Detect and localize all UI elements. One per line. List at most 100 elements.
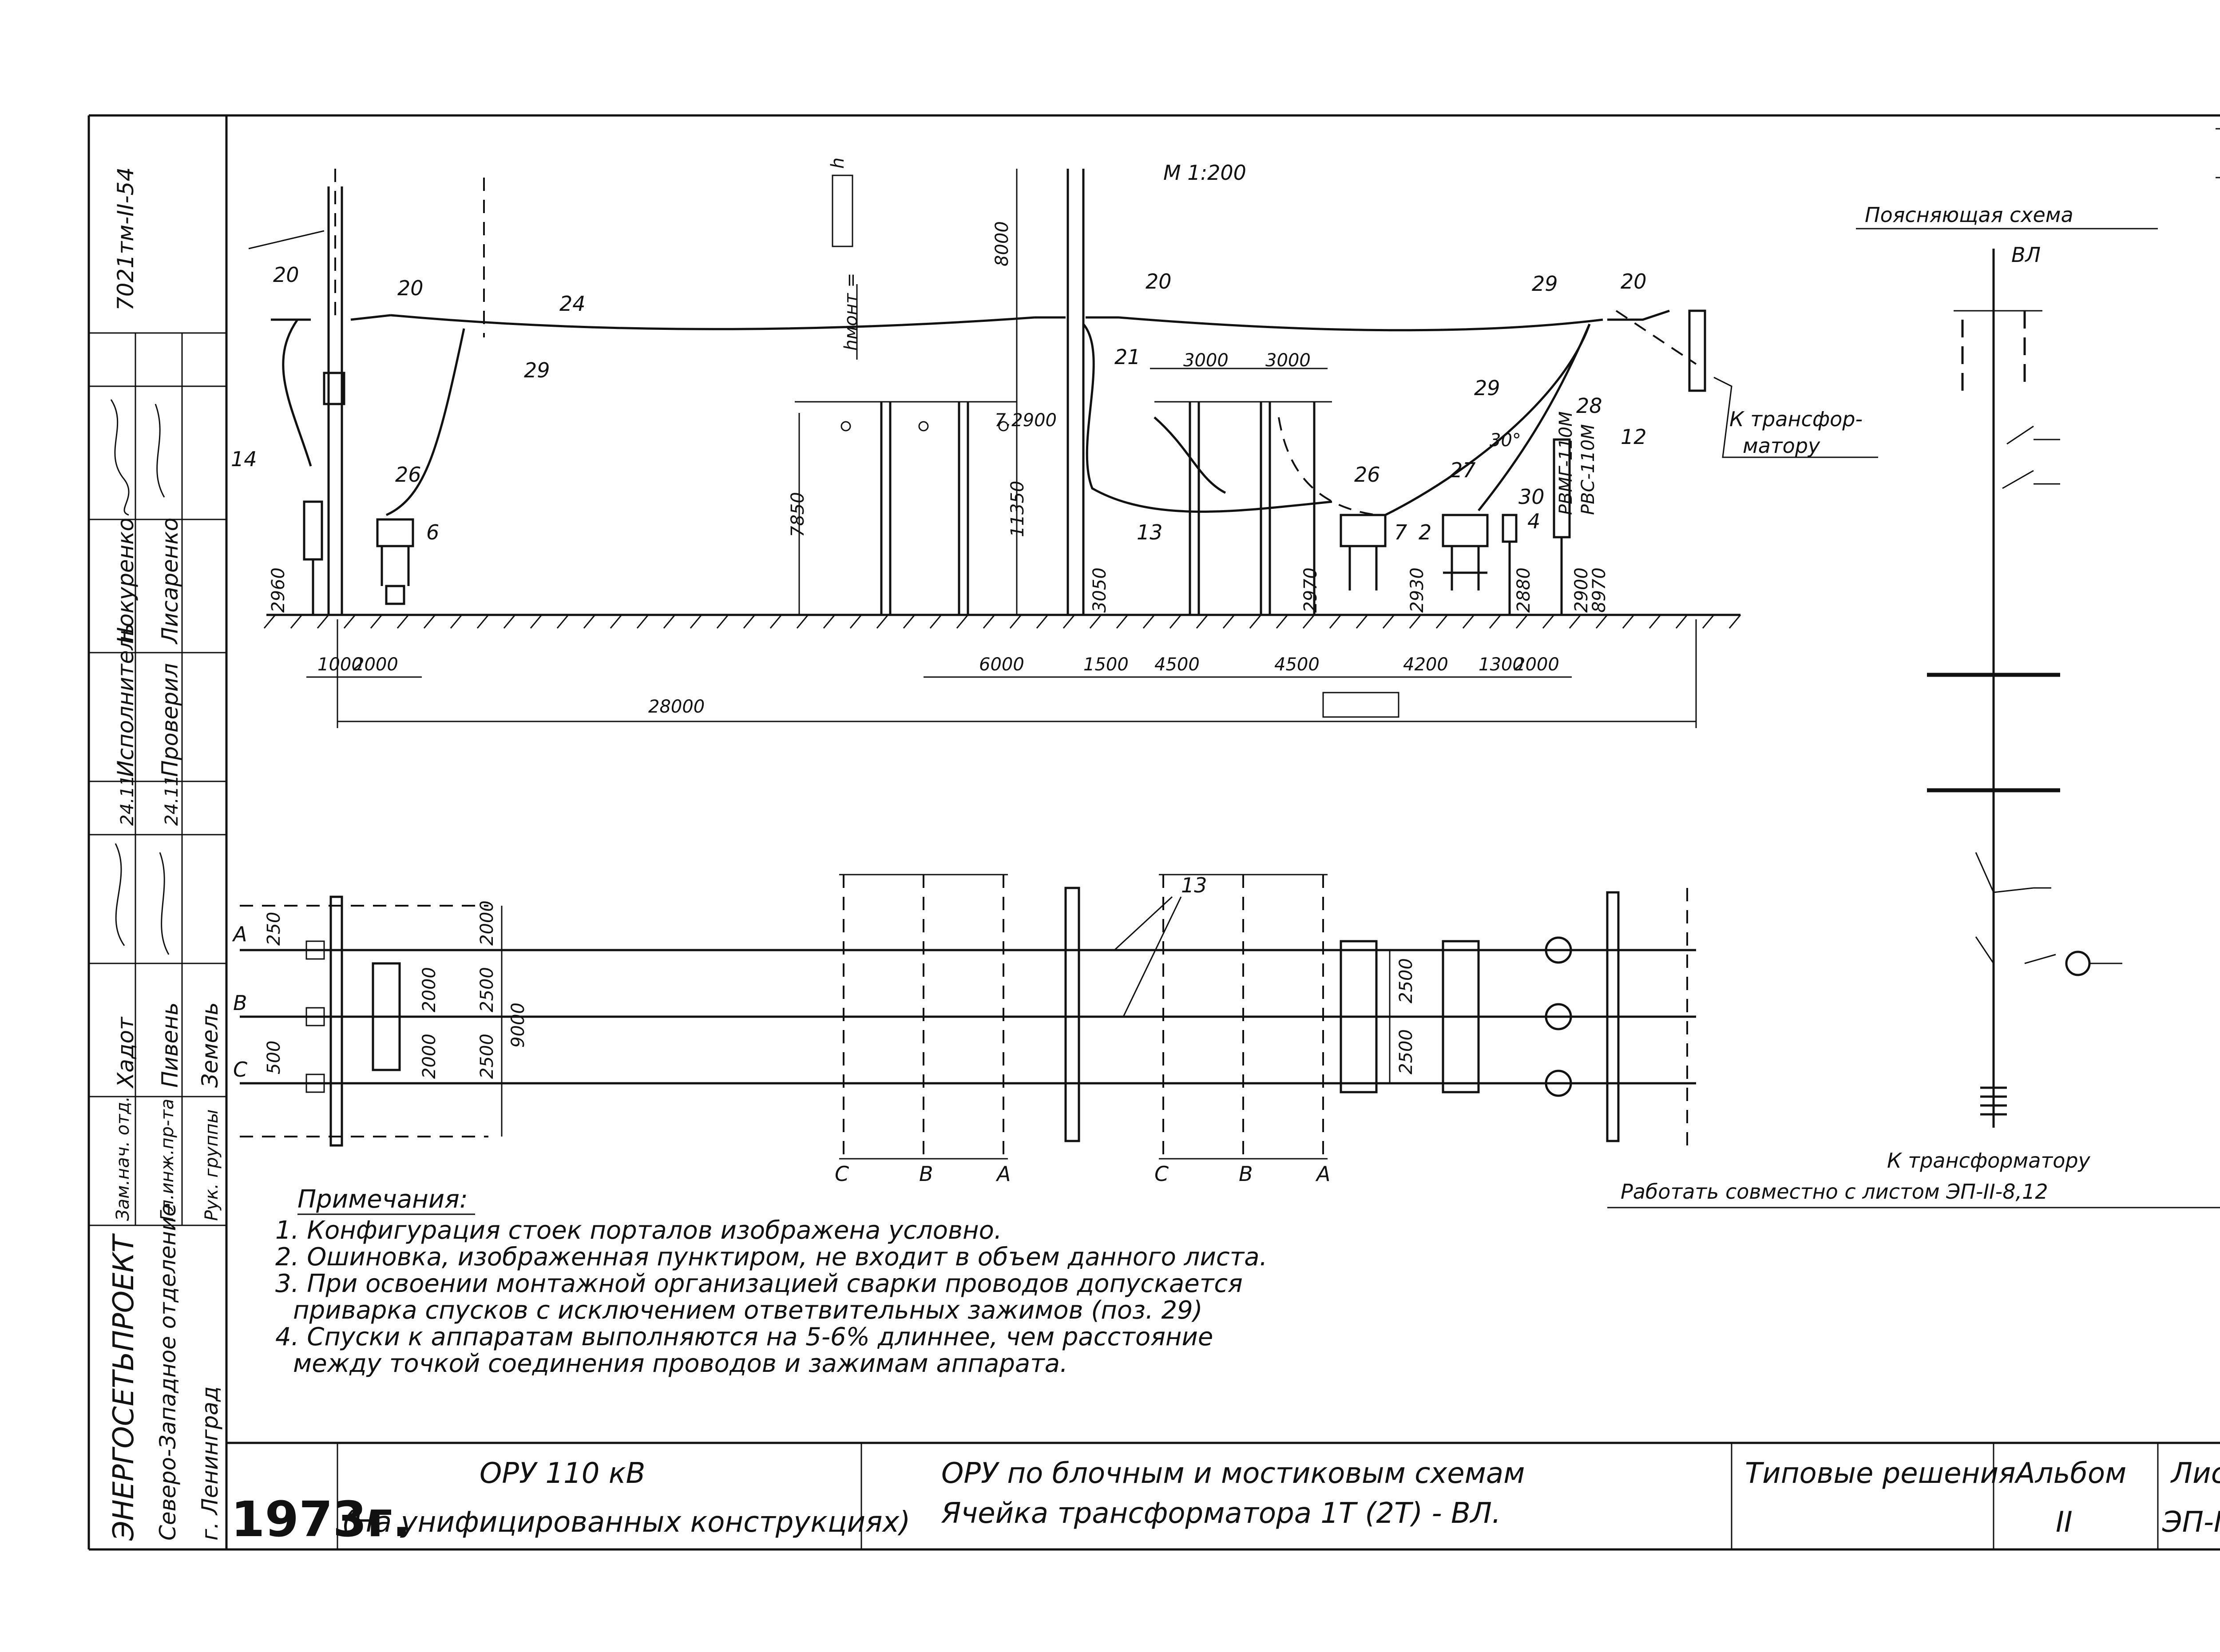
- signature-1: [110, 399, 130, 516]
- section-b-1: B: [919, 1162, 933, 1186]
- left-apparatus-6: [376, 518, 414, 605]
- scale-box: [1322, 692, 1399, 718]
- elevation-mark: 7.2900: [995, 410, 1057, 431]
- left-drop-wire: [385, 328, 465, 516]
- arrester-label-2: РВС-110М: [1578, 424, 1598, 515]
- pos-20-c: 20: [1146, 269, 1172, 293]
- dim-1500: 1500: [1083, 654, 1129, 675]
- left-insulator-strings: [271, 314, 391, 321]
- album-label: Альбом: [2014, 1457, 2126, 1490]
- main-span-wire-2: [1118, 316, 1603, 332]
- scheme-arrester: [1980, 1086, 2007, 1116]
- phase-c: C: [233, 1058, 247, 1082]
- role-checker: Проверил: [157, 663, 183, 777]
- plan-dim-500: 500: [264, 1041, 284, 1074]
- title-line-1: ОРУ по блочным и мостиковым схемам: [941, 1457, 1525, 1490]
- signature-4: [159, 852, 170, 955]
- plan-right-portal: [1606, 891, 1620, 1142]
- dim-2970: 2970: [1300, 567, 1321, 613]
- section-a-1: A: [995, 1162, 1011, 1186]
- pos-29-a: 29: [524, 358, 550, 382]
- position-1: Зам.нач. отд.: [113, 1096, 133, 1221]
- position-2: Гл.инж.пр-та: [157, 1099, 178, 1221]
- plan-left-apparatus: [372, 962, 401, 1071]
- side-stamp: 7021тм-II-54 Исполнитель Проверил Нокуре…: [107, 167, 223, 1541]
- note-3-cont: приварка спусков с исключением ответвите…: [293, 1296, 1203, 1325]
- angle-30: 30°: [1490, 430, 1521, 451]
- org-branch: Северо-Западное отделение: [155, 1203, 181, 1541]
- phase-b: B: [233, 991, 247, 1015]
- dim-4200: 4200: [1403, 654, 1448, 675]
- apparatus-2: [1442, 514, 1489, 590]
- name-1: Нокуренко: [113, 518, 139, 644]
- org-name: ЭНЕРГОСЕТЬПРОЕКТ: [107, 1233, 140, 1541]
- apparatus-26: [1340, 514, 1387, 590]
- plan-dim-2500-c: 2500: [1396, 958, 1416, 1003]
- explanatory-scheme: Поясняющая схема ВЛ К трансформатору Раб…: [1607, 203, 2220, 1208]
- plan-dim-2000-a: 2000: [477, 900, 497, 946]
- middle-drop-wire: [1082, 323, 1332, 513]
- pos-26-b: 26: [1354, 463, 1380, 487]
- h-mount-label: hмонт =: [841, 273, 861, 351]
- dim-8970: 8970: [1589, 567, 1610, 613]
- right-insulator-string: [1607, 309, 1670, 321]
- sheet-value: ЭП-II-: [2162, 1506, 2220, 1539]
- pos-24: 24: [559, 292, 586, 316]
- sheet-label: Лист: [2170, 1457, 2220, 1490]
- dim-3000-a: 3000: [1183, 350, 1229, 371]
- dim-28000: 28000: [648, 697, 705, 717]
- dim-2900: 2900: [1571, 567, 1592, 613]
- date-1: 24.11: [117, 775, 138, 826]
- note-3: 3. При освоении монтажной организацией с…: [275, 1269, 1243, 1298]
- name-2: Лисаренко: [157, 518, 183, 645]
- section-c-2: C: [1154, 1162, 1169, 1186]
- signature-2: [155, 404, 165, 498]
- role-khadot: Хадот: [113, 1016, 139, 1089]
- to-transformer-leader: [1713, 376, 1878, 458]
- plan-dim-2000-c: 2000: [419, 1034, 440, 1079]
- pos-28: 28: [1576, 394, 1602, 418]
- plan-view: A B C 250 500 2000 2500 2500 9000 2000 2…: [232, 873, 1696, 1186]
- dim-6000: 6000: [979, 654, 1024, 675]
- notes-block: Примечания: 1. Конфигурация стоек портал…: [275, 1185, 1267, 1378]
- section-b-2: B: [1239, 1162, 1253, 1186]
- phase-a: A: [232, 922, 247, 946]
- album-value: II: [2056, 1506, 2073, 1539]
- scheme-top-label: ВЛ: [2011, 243, 2041, 267]
- pos-20-a: 20: [273, 263, 299, 287]
- right-portal: [1688, 309, 1706, 392]
- plan-pos-13: 13: [1181, 873, 1207, 897]
- h-label: h: [828, 158, 848, 169]
- year: 1973г.: [231, 1491, 411, 1548]
- pos-29-c: 29: [1532, 272, 1558, 296]
- dim-4500-a: 4500: [1154, 654, 1200, 675]
- scheme-meter: [2065, 951, 2091, 976]
- org-city: г. Ленинград: [197, 1386, 223, 1541]
- pos-4: 4: [1527, 509, 1540, 533]
- date-2: 24.11: [162, 775, 182, 826]
- note-4: 4. Спуски к аппаратам выполняются на 5-6…: [275, 1323, 1213, 1351]
- dim-2930: 2930: [1407, 567, 1427, 613]
- note-4-cont: между точкой соединения проводов и зажим…: [293, 1349, 1068, 1378]
- scheme-title: Поясняющая схема: [1865, 203, 2073, 227]
- note-1: 1. Конфигурация стоек порталов изображен…: [275, 1216, 1002, 1245]
- pos-14: 14: [231, 447, 257, 471]
- joint-note: Работать совместно с листом ЭП-II-8,12: [1621, 1180, 2048, 1204]
- pos-21: 21: [1114, 345, 1141, 369]
- dim-3050: 3050: [1090, 567, 1110, 613]
- dim-2000-a: 2000: [353, 654, 398, 675]
- pos-26-a: 26: [395, 463, 421, 487]
- pos-2: 2: [1419, 520, 1431, 544]
- notes-title: Примечания:: [297, 1185, 468, 1214]
- doc-code: 7021тм-II-54: [113, 167, 139, 311]
- pos-29-b: 29: [1474, 376, 1500, 400]
- sheet-frame: [87, 114, 2220, 1551]
- dim-1300: 1300: [1479, 654, 1524, 675]
- pos-20-b: 20: [397, 276, 424, 300]
- dim-1000: 1000: [317, 654, 363, 675]
- left-arrester: [303, 500, 323, 561]
- plan-arrester-a: [1545, 936, 1572, 964]
- section-c-1: C: [835, 1162, 849, 1186]
- dim-2880: 2880: [1514, 567, 1534, 613]
